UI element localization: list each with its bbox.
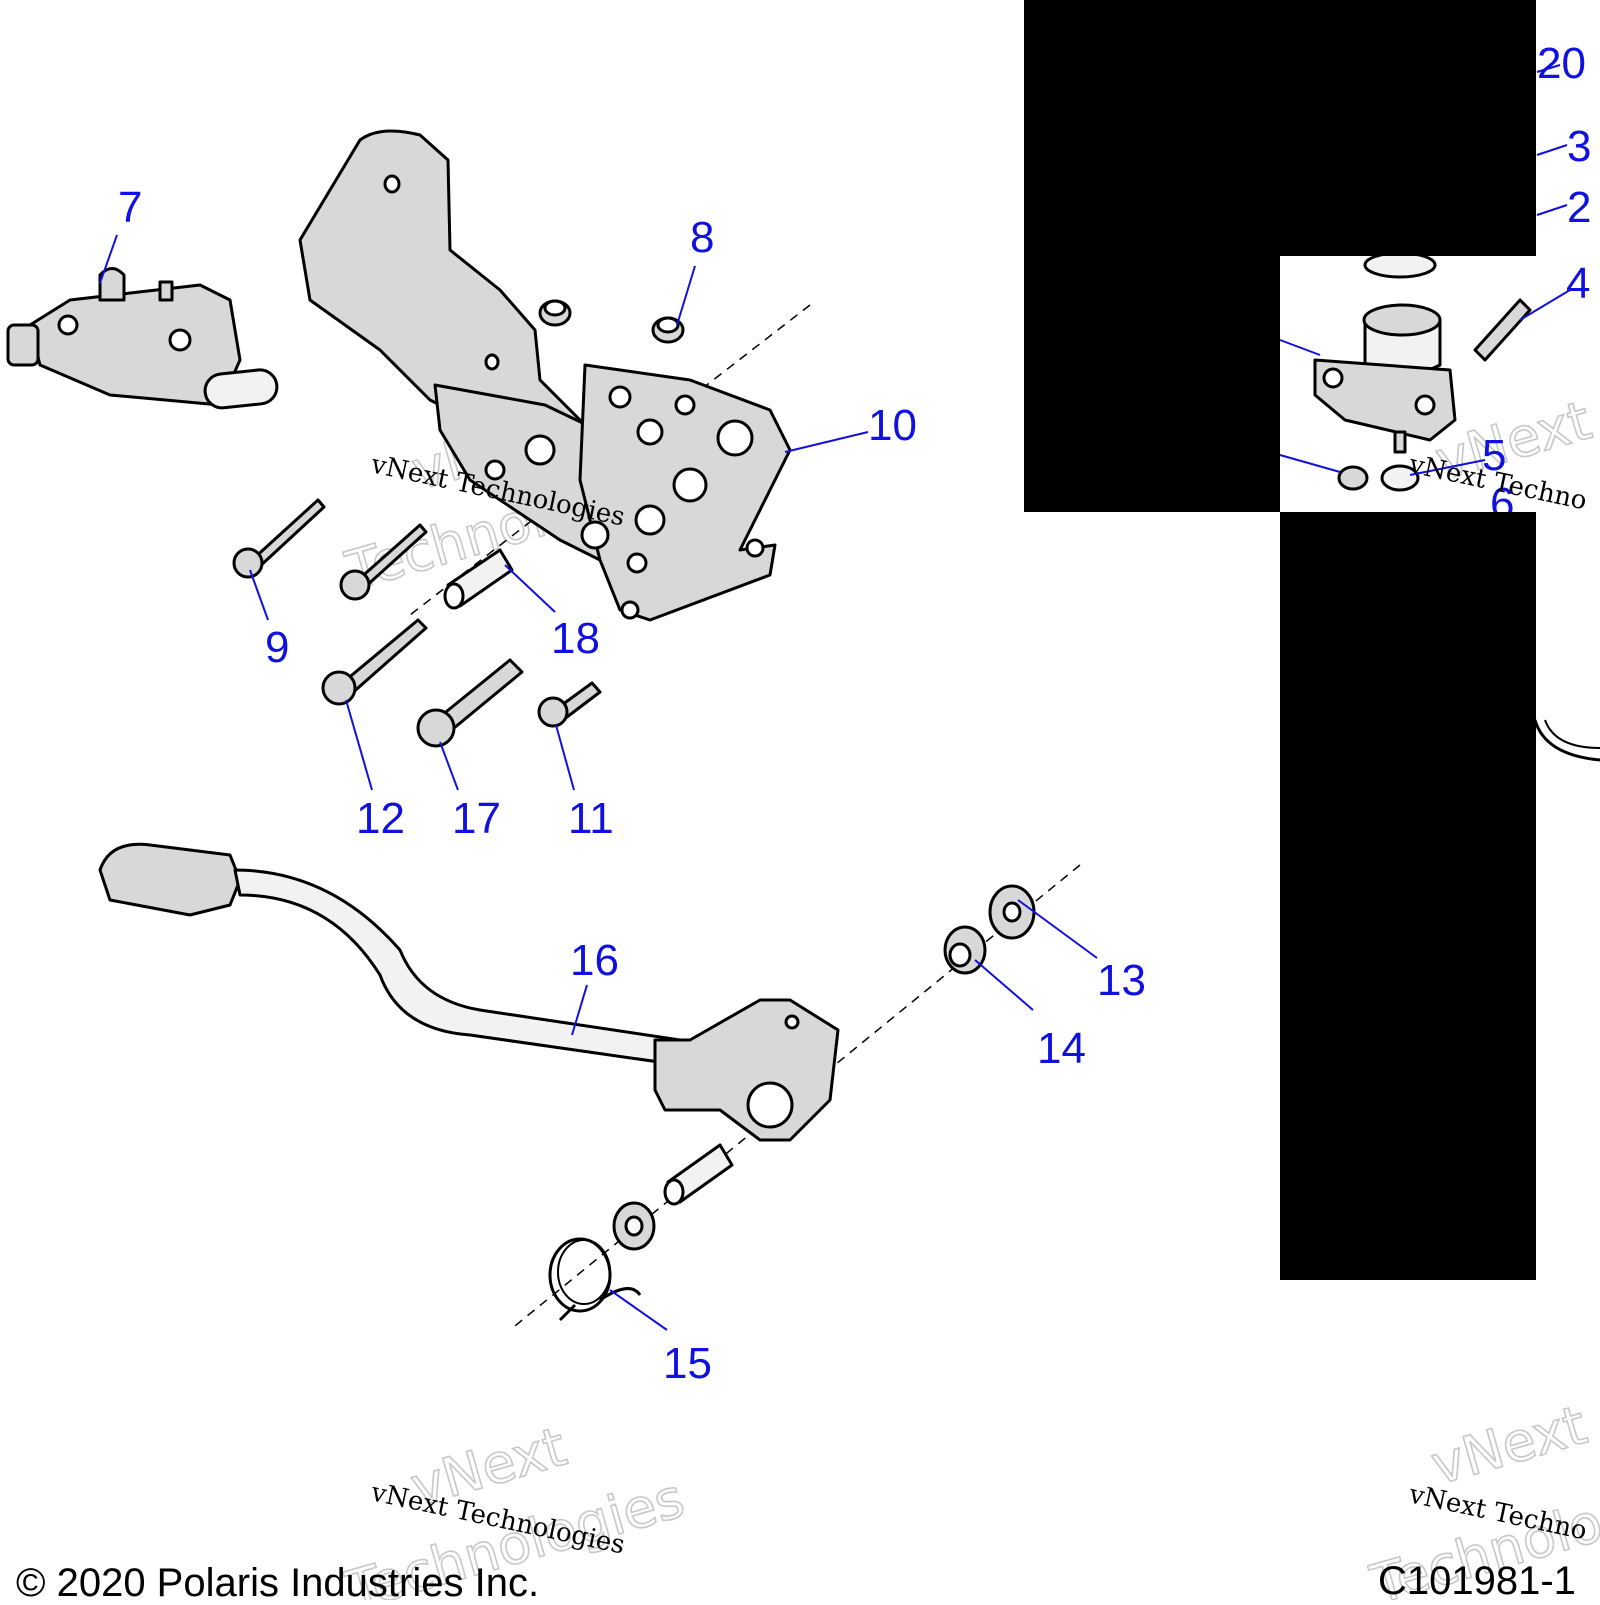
bolt-17 [416, 658, 524, 748]
bolt-9a [232, 498, 326, 579]
spacer-18 [443, 548, 514, 610]
callout-5: 5 [1482, 431, 1506, 480]
brake-pedal [98, 842, 840, 1142]
return-spring [548, 1237, 642, 1322]
callout-12: 12 [356, 794, 405, 843]
axis-bracket [409, 304, 811, 616]
callout-20: 20 [1537, 39, 1586, 88]
bolt-11 [537, 681, 602, 728]
bolt-12 [321, 618, 428, 706]
callout-9: 9 [265, 623, 289, 672]
callout-2: 2 [1567, 183, 1591, 232]
bushing-13 [988, 884, 1036, 940]
callout-17: 17 [452, 794, 501, 843]
callout-3: 3 [1567, 122, 1591, 171]
callout-18: 18 [551, 614, 600, 663]
callout-4: 4 [1566, 259, 1590, 308]
callout-13: 13 [1097, 956, 1146, 1005]
hose-partial [1533, 719, 1600, 762]
callout-10: 10 [868, 401, 917, 450]
figure-id: C101981-1 [1378, 1559, 1576, 1600]
callout-16: 16 [570, 936, 619, 985]
brake-bracket [298, 129, 792, 622]
grommet-8a [538, 299, 572, 327]
redaction-block-lower [1280, 512, 1536, 1280]
watermark-line1: vNext [1424, 1393, 1593, 1497]
bushing-14 [943, 925, 987, 975]
pedal-washer [612, 1201, 656, 1251]
callout-15: 15 [663, 1339, 712, 1388]
callout-14: 14 [1037, 1024, 1086, 1073]
pedal-spacer [663, 1143, 734, 1206]
grommet-8b [651, 316, 685, 344]
reservoir-assembly [1313, 251, 1532, 492]
callout-8: 8 [690, 213, 714, 262]
callout-7: 7 [118, 183, 142, 232]
copyright-text: © 2020 Polaris Industries Inc. [16, 1561, 539, 1600]
master-cylinder [6, 267, 279, 410]
redaction-block-top [1024, 0, 1536, 256]
bolt-9b [339, 523, 428, 601]
redaction-block-left [1024, 256, 1280, 512]
callout-11: 11 [568, 794, 614, 843]
leader-lines [99, 64, 1571, 1331]
